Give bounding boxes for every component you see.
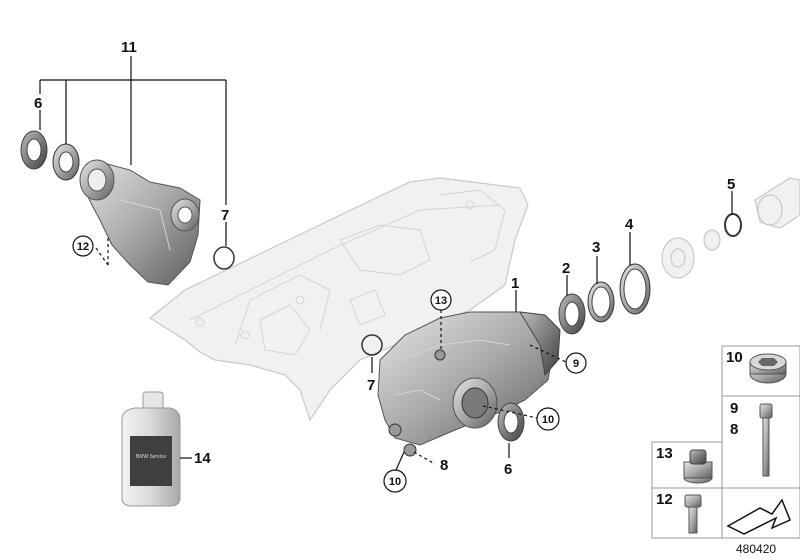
callout-10-bottom: 10: [389, 476, 401, 488]
callout-9-circle: [565, 352, 587, 374]
differential-housing: [377, 311, 561, 457]
parts-legend-table: 10 9 8 13 12: [651, 345, 800, 539]
leader-lines: [39, 56, 733, 471]
callout-3: 3: [592, 239, 600, 256]
bottle-label: BMW Service: [136, 454, 167, 460]
callout-14: 14: [194, 450, 211, 467]
seal-ring-left: [20, 130, 48, 170]
oil-bottle: BMW Service: [121, 391, 181, 507]
diagram-id: 480420: [736, 542, 776, 556]
direction-arrow-icon: [726, 498, 791, 535]
bracket-housing: [79, 159, 201, 286]
callout-13-circle: [430, 289, 452, 311]
o-ring-left: [213, 246, 235, 270]
shim-ring-4: [619, 263, 651, 315]
callout-10-bottom-circle: [383, 469, 407, 493]
callout-9: 9: [573, 358, 579, 370]
callout-1: 1: [511, 275, 519, 292]
callout-12-circle: [72, 235, 94, 257]
callout-10-right-circle: [536, 407, 560, 431]
breather-cap-icon: [683, 449, 713, 484]
callout-4: 4: [625, 216, 634, 233]
bolt-long-icon: [759, 403, 773, 477]
bearing-ring-left: [52, 143, 80, 181]
callout-8: 8: [440, 457, 448, 474]
drive-shaft-ghost: [754, 177, 800, 229]
callout-7-upper: 7: [221, 207, 229, 224]
seal-ring-bottom: [497, 402, 525, 442]
seal-ring-2: [558, 293, 586, 335]
callout-11: 11: [121, 39, 137, 56]
callout-5: 5: [727, 176, 735, 193]
callout-10-right: 10: [542, 414, 554, 426]
callout-6-upper: 6: [34, 95, 42, 112]
legend-item-10: 10: [726, 349, 743, 366]
legend-item-12: 12: [656, 491, 673, 508]
legend-item-13: 13: [656, 445, 673, 462]
spacer-ring-3: [587, 281, 615, 323]
circlip-5: [724, 213, 742, 237]
o-ring-center: [361, 334, 383, 356]
legend-item-9: 9: [730, 400, 738, 417]
callouts: 11 6 7 12 13 1 2 3 4 5 9 7 10 6 8 10 14: [34, 39, 735, 493]
flange-ghost: [661, 229, 721, 279]
callout-7-lower: 7: [367, 377, 375, 394]
bolt-short-icon: [684, 494, 702, 534]
callout-12: 12: [77, 241, 89, 253]
oil-pan-ghost: [148, 177, 529, 422]
plug-icon: [749, 353, 787, 384]
legend-item-8: 8: [730, 421, 738, 438]
callout-6-lower: 6: [504, 461, 512, 478]
callout-13: 13: [435, 295, 447, 307]
callout-2: 2: [562, 260, 570, 277]
